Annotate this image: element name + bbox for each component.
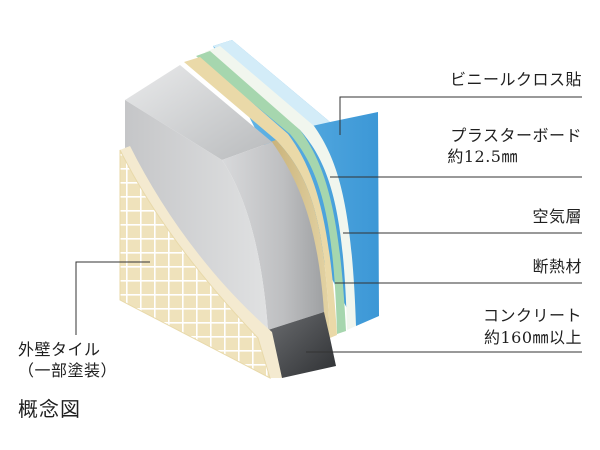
exterior-tile-layer — [119, 146, 282, 379]
concrete-block — [125, 65, 336, 378]
leader-lines — [75, 96, 582, 353]
leader-vinyl-cloth — [339, 96, 582, 135]
label-concrete-thickness: 約160㎜以上 — [483, 328, 582, 347]
leader-exterior-tile — [75, 261, 150, 335]
label-vinyl-cloth: ビニールクロス貼 — [449, 70, 582, 89]
label-insulation: 断熱材 — [532, 257, 582, 276]
label-concrete: コンクリート — [482, 306, 582, 325]
label-exterior-tile-note: （一部塗装） — [18, 361, 118, 380]
label-air-layer: 空気層 — [532, 207, 582, 226]
air-layer — [196, 51, 346, 334]
plasterboard-layer — [205, 46, 356, 330]
label-plasterboard: プラスターボード — [450, 126, 582, 145]
label-plasterboard-thickness: 約12.5㎜ — [447, 147, 518, 166]
label-exterior-tile: 外壁タイル — [18, 340, 101, 359]
label-concept-diagram: 概念図 — [18, 397, 81, 421]
